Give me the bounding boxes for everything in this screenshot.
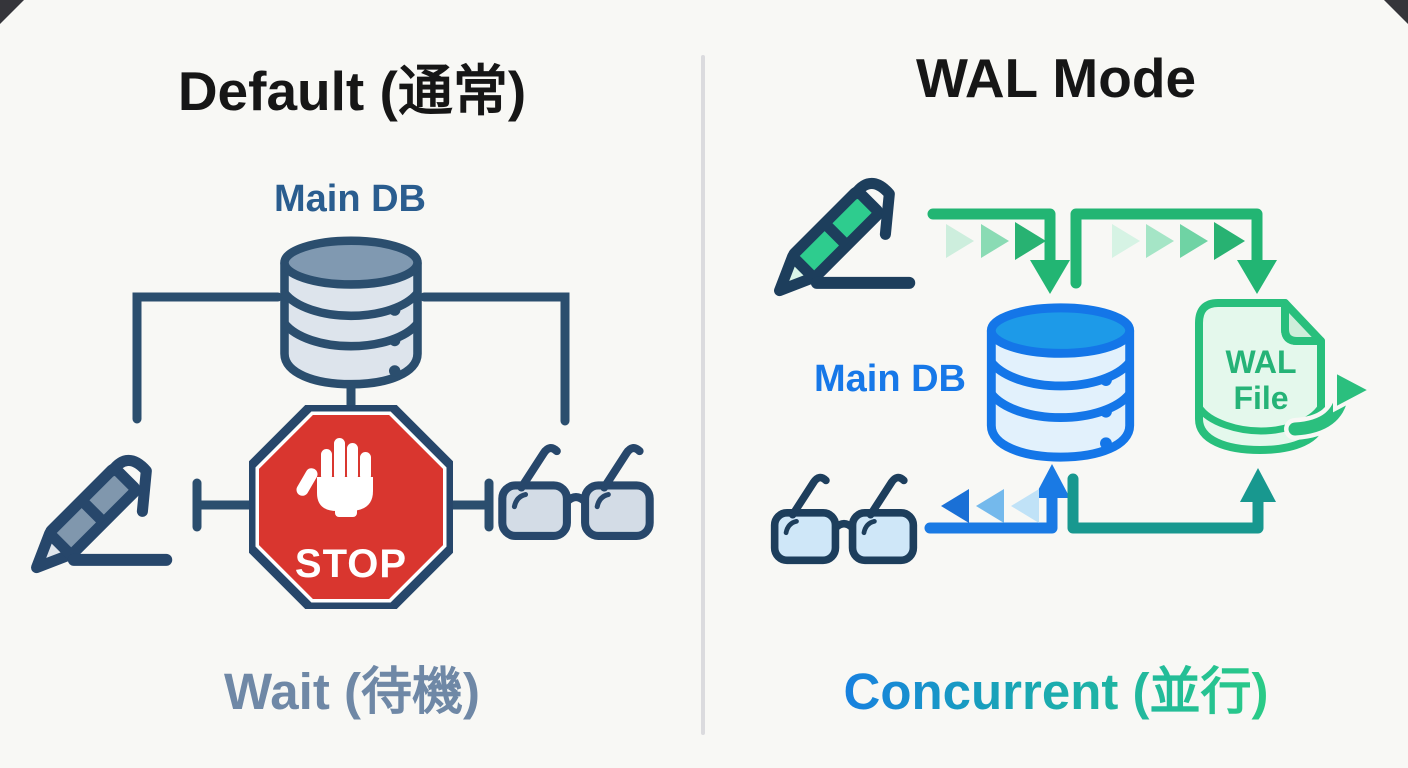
write-flow-triangles-2 (1112, 222, 1245, 260)
glasses-icon-right (770, 473, 918, 565)
teal-checkpoint-arrow-icon (1067, 473, 1264, 534)
glasses-icon-left (498, 444, 654, 540)
left-writer-connector-line (132, 292, 283, 424)
pen-to-stop-connector (192, 478, 257, 532)
left-panel-title: Default (通常) (177, 60, 527, 122)
blue-read-arrow-icon (924, 490, 1058, 534)
green-write-arrow-2-icon (1070, 208, 1263, 289)
left-caption: Wait (待機) (224, 663, 480, 720)
green-write-arrow-1-icon (927, 208, 1056, 268)
teal-checkpoint-arrow-head (1240, 468, 1276, 502)
hand-icon (296, 438, 373, 517)
green-write-arrow-2-head (1237, 260, 1277, 294)
wal-transfer-arrow-icon (1284, 367, 1375, 440)
database-icon-left (280, 236, 422, 389)
panel-divider (701, 55, 705, 735)
green-write-arrow-1-head (1030, 260, 1070, 294)
stop-to-glasses-connector (445, 478, 494, 532)
right-panel-title: WAL Mode (915, 47, 1197, 109)
wal-file-label-line2: File (1233, 380, 1288, 416)
left-main-db-label: Main DB (274, 178, 426, 220)
read-flow-triangles (941, 489, 1039, 523)
wal-file-icon: WAL File (1195, 299, 1375, 454)
pen-icon-right (774, 177, 916, 297)
wal-file-label-line1: WAL (1225, 344, 1296, 380)
database-icon-right (986, 303, 1135, 462)
write-flow-triangles-1 (946, 222, 1046, 260)
right-caption: Concurrent (並行) (704, 650, 1408, 724)
left-reader-connector-line (419, 292, 570, 426)
blue-read-arrow-head (1034, 464, 1070, 498)
stop-sign-label: STOP (295, 542, 407, 586)
right-main-db-label: Main DB (814, 358, 966, 400)
stop-sign-icon: STOP (249, 405, 453, 609)
pen-icon-left (31, 454, 173, 574)
